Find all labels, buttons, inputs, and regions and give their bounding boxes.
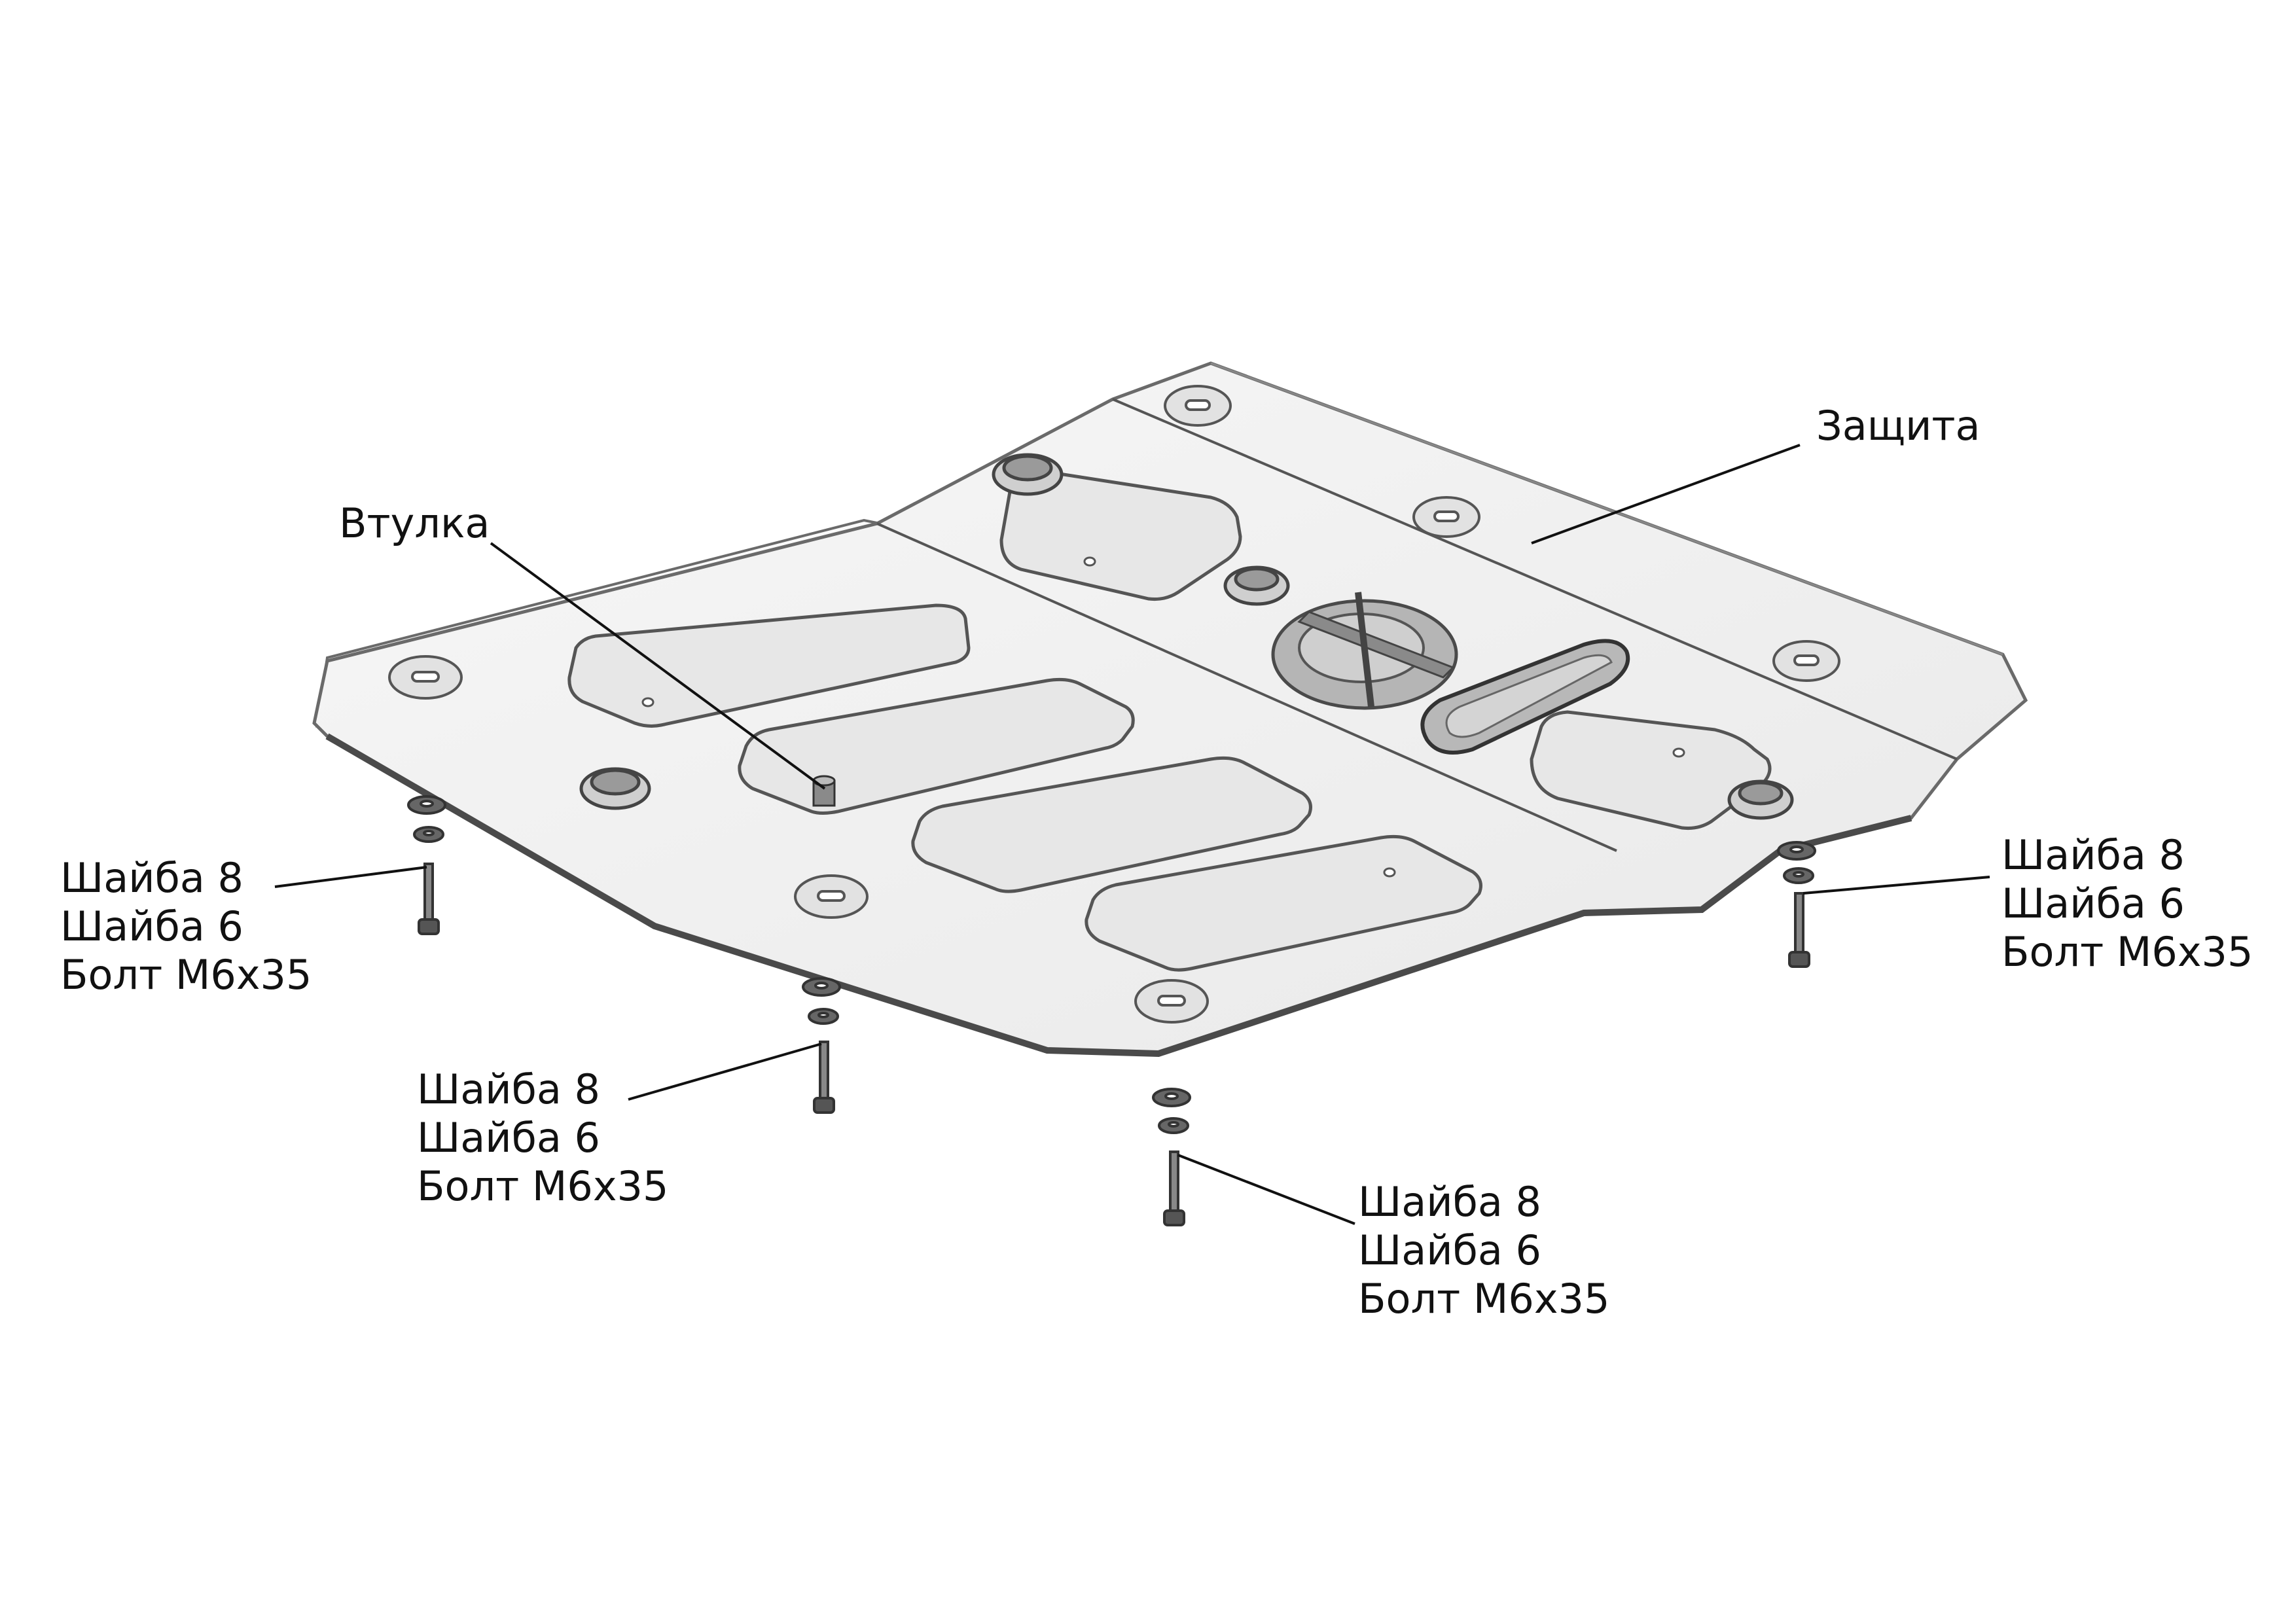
bolt-label: Болт М6х35 xyxy=(417,1162,669,1210)
fold-line-right xyxy=(1112,398,1958,760)
hole-icon xyxy=(1083,556,1096,567)
washer-8-label: Шайба 8 xyxy=(417,1065,600,1113)
grommet xyxy=(579,767,651,810)
hole-icon xyxy=(1383,867,1396,878)
fastener-stack-4 xyxy=(1777,841,1816,968)
fastener-label-3: Шайба 8 Шайба 6 Болт М6х35 xyxy=(1358,1178,1609,1323)
mount-slot xyxy=(794,874,869,919)
skid-plate xyxy=(312,361,2028,1058)
grommet xyxy=(1223,565,1290,606)
mount-slot xyxy=(1164,385,1232,427)
recess-1 xyxy=(567,603,971,728)
fastener-stack-2 xyxy=(802,977,841,1114)
washer-8-label: Шайба 8 xyxy=(2001,831,2185,879)
drain-hatch xyxy=(1271,592,1458,710)
fastener-label-1: Шайба 8 Шайба 6 Болт М6х35 xyxy=(60,854,312,999)
fold-line-left xyxy=(876,522,1617,852)
fastener-stack-1 xyxy=(407,795,446,935)
grommets xyxy=(579,453,1794,820)
hole-icon xyxy=(1672,747,1685,758)
leader-fastener-4 xyxy=(1803,876,1990,895)
recess-3 xyxy=(911,756,1312,893)
bushing-part xyxy=(812,775,836,807)
washer-6-label: Шайба 6 xyxy=(1358,1226,1541,1274)
bushing-label-text: Втулка xyxy=(339,499,490,547)
washer-6-label: Шайба 6 xyxy=(2001,880,2185,927)
washer-8-label: Шайба 8 xyxy=(1358,1178,1541,1226)
small-holes xyxy=(641,556,1685,878)
recesses xyxy=(567,468,1772,972)
hole-icon xyxy=(641,697,655,707)
mount-slot xyxy=(1412,496,1480,538)
mount-slot xyxy=(1772,640,1840,682)
oval-hatch xyxy=(1420,639,1630,755)
top-rim xyxy=(1210,362,2003,656)
fastener-stacks xyxy=(407,795,1816,1226)
fastener-stack-3 xyxy=(1152,1088,1191,1226)
mount-slot xyxy=(388,655,463,700)
plate-edge xyxy=(325,733,1912,1058)
leader-fastener-1 xyxy=(274,866,427,888)
bolt-label: Болт М6х35 xyxy=(2001,928,2253,976)
shield-label-text: Защита xyxy=(1816,402,1981,450)
leader-fastener-3 xyxy=(1177,1154,1355,1225)
bushing-label: Втулка xyxy=(339,499,490,548)
washer-6-label: Шайба 6 xyxy=(417,1114,600,1162)
shield-label: Защита xyxy=(1816,402,1981,450)
fastener-label-4: Шайба 8 Шайба 6 Болт М6х35 xyxy=(2001,831,2253,976)
mount-slots xyxy=(388,385,1840,1024)
recess-2 xyxy=(738,677,1135,815)
leader-bushing xyxy=(490,542,826,790)
mount-slot xyxy=(1134,979,1209,1024)
bolt-label: Болт М6х35 xyxy=(1358,1275,1610,1323)
leader-fastener-2 xyxy=(628,1043,822,1101)
bolt-label: Болт М6х35 xyxy=(60,951,312,999)
fastener-label-2: Шайба 8 Шайба 6 Болт М6х35 xyxy=(417,1065,668,1211)
recess-6 xyxy=(1530,710,1772,830)
washer-6-label: Шайба 6 xyxy=(60,902,243,950)
washer-8-label: Шайба 8 xyxy=(60,854,243,902)
recess-4 xyxy=(1085,834,1482,972)
grommet xyxy=(992,453,1064,496)
grommet xyxy=(1727,779,1794,820)
leader-lines xyxy=(274,444,1990,1225)
leader-shield xyxy=(1531,444,1801,544)
